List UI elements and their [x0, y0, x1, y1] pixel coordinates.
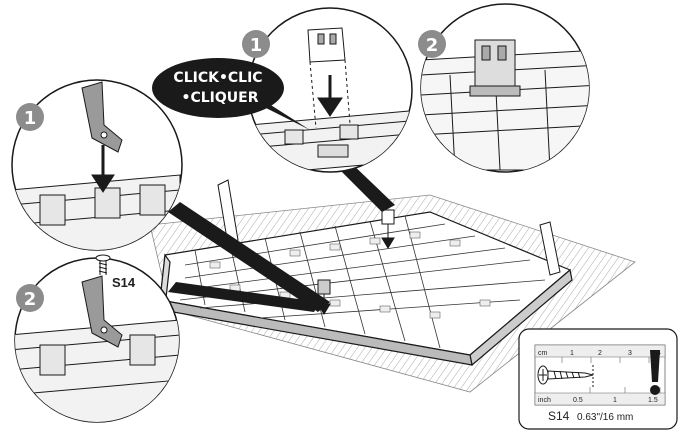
ruler-cm-label: cm — [538, 350, 548, 357]
ruler-cm-1: 1 — [570, 350, 574, 357]
click-callout: CLICK•CLIC •CLIQUER — [152, 58, 310, 130]
ruler-cm-2: 2 — [598, 350, 602, 357]
warning-icon — [650, 350, 660, 395]
ruler-inch-15: 1.5 — [648, 397, 658, 404]
zoom-circle-bracket-screw — [14, 257, 180, 423]
ruler-inch-label: inch — [538, 397, 551, 404]
callout-line-1: CLICK•CLIC — [173, 70, 262, 86]
zoom-connector-lower — [168, 282, 320, 312]
step-badge-left-top: 1 — [16, 103, 44, 131]
screw-size-ruler-box: cm 1 2 3 4 inch 0.5 1 1.5 — [518, 328, 678, 430]
frame-clip-part — [381, 209, 395, 249]
svg-text:1: 1 — [24, 108, 37, 129]
ruler-caption-code: S14 — [548, 409, 570, 423]
zoom-connector-top — [335, 160, 395, 212]
zoom-circle-clicked — [420, 3, 590, 173]
ruler-screw-icon — [537, 365, 594, 387]
ruler-inch-05: 0.5 — [573, 397, 583, 404]
callout-line-2: •CLIQUER — [182, 90, 259, 106]
screw-label: S14 — [112, 275, 136, 290]
ruler-cm-3: 3 — [628, 350, 632, 357]
step-badge-top-right: 2 — [418, 30, 446, 58]
ruler-caption-size: 0.63"/16 mm — [577, 412, 633, 423]
screw-s14-icon — [95, 254, 111, 275]
step-badge-top-left: 1 — [242, 30, 270, 58]
svg-text:2: 2 — [426, 35, 439, 56]
hinge-right — [539, 221, 561, 276]
svg-text:1: 1 — [250, 35, 263, 56]
step-badge-left-bottom: 2 — [16, 284, 44, 312]
zoom-connector-upper — [168, 202, 330, 312]
svg-text:2: 2 — [24, 289, 37, 310]
ruler-inch-1: 1 — [613, 397, 617, 404]
hinge-left — [217, 179, 239, 246]
